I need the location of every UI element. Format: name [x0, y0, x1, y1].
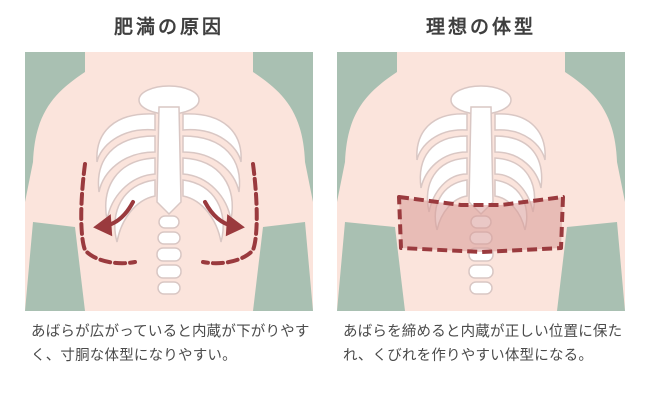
panel-obesity-cause: 肥満の原因 [25, 0, 313, 410]
rib [419, 135, 468, 189]
sternum [468, 106, 494, 216]
rib [97, 135, 156, 193]
rib [494, 113, 546, 161]
rib [96, 113, 156, 163]
vertebra [157, 281, 181, 295]
panel-caption: あばらが広がっていると内蔵が下がりやすく、寸胴な体型になりやすい。 [31, 324, 310, 364]
rib [182, 113, 242, 163]
rib [182, 135, 241, 193]
vertebra [469, 281, 493, 295]
torso-svg [25, 52, 313, 311]
cinch-band [397, 195, 565, 254]
expand-arrows [93, 200, 245, 237]
outline-dashes [79, 162, 259, 266]
right-dash [201, 162, 259, 266]
vertebra [156, 264, 182, 279]
rib [494, 135, 543, 189]
ribcage [96, 85, 242, 295]
panel-caption: あばらを締めると内蔵が正しい位置に保たれ、くびれを作りやすい体型になる。 [343, 324, 623, 364]
left-arrow-head [93, 214, 113, 237]
rib [182, 179, 224, 243]
panel-title: 肥満の原因 [113, 16, 224, 38]
vertebra [156, 247, 182, 262]
panel-ideal-shape: 理想の体型 [337, 0, 625, 410]
rib [416, 113, 468, 161]
right-arrow-head [225, 214, 245, 237]
rib [114, 179, 156, 243]
vertebra [157, 231, 181, 245]
arm-gap [25, 222, 313, 311]
illustration-narrow-ribcage [337, 52, 625, 311]
sternum [156, 106, 182, 216]
vertebra [158, 215, 180, 229]
vertebra [468, 264, 494, 279]
left-dash [79, 162, 137, 266]
panel-title: 理想の体型 [425, 16, 536, 38]
illustration-wide-ribcage [25, 52, 313, 311]
arm-gap [337, 222, 625, 311]
torso-svg [337, 52, 625, 311]
